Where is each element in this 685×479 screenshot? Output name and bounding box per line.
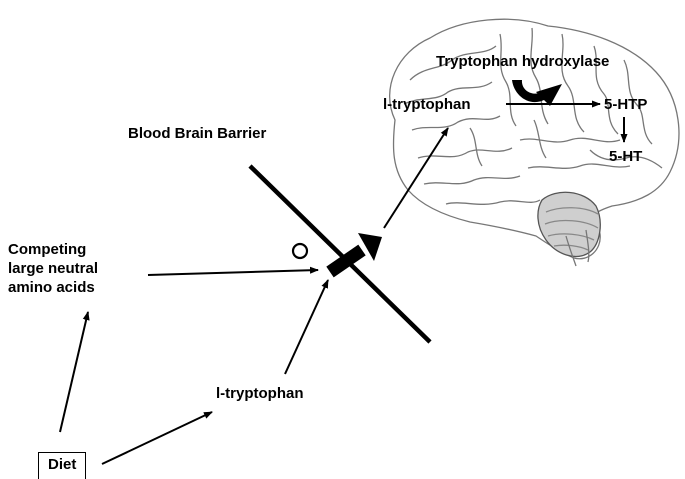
arrow-ltryptophan-to-barrier xyxy=(285,280,328,374)
ltryptophan-blood-label: l-tryptophan xyxy=(216,384,304,403)
5ht-label: 5-HT xyxy=(609,147,642,166)
arrow-diet-to-competing xyxy=(60,312,88,432)
tryptophan-hydroxylase-label: Tryptophan hydroxylase xyxy=(436,52,609,71)
arrow-diet-to-ltryptophan xyxy=(102,412,212,464)
competing-line-2: large neutral xyxy=(8,259,98,278)
blood-brain-barrier-label: Blood Brain Barrier xyxy=(128,124,266,143)
5htp-label: 5-HTP xyxy=(604,95,647,114)
competing-line-1: Competing xyxy=(8,240,98,259)
inhibition-circle xyxy=(293,244,307,258)
ltryptophan-brain-label: l-tryptophan xyxy=(383,95,471,114)
blood-brain-barrier-line xyxy=(250,166,430,342)
competing-line-3: amino acids xyxy=(8,278,98,297)
diet-box-label: Diet xyxy=(38,452,86,479)
arrow-competing-to-barrier xyxy=(148,270,318,275)
competing-amino-acids-label: Competing large neutral amino acids xyxy=(8,240,98,297)
